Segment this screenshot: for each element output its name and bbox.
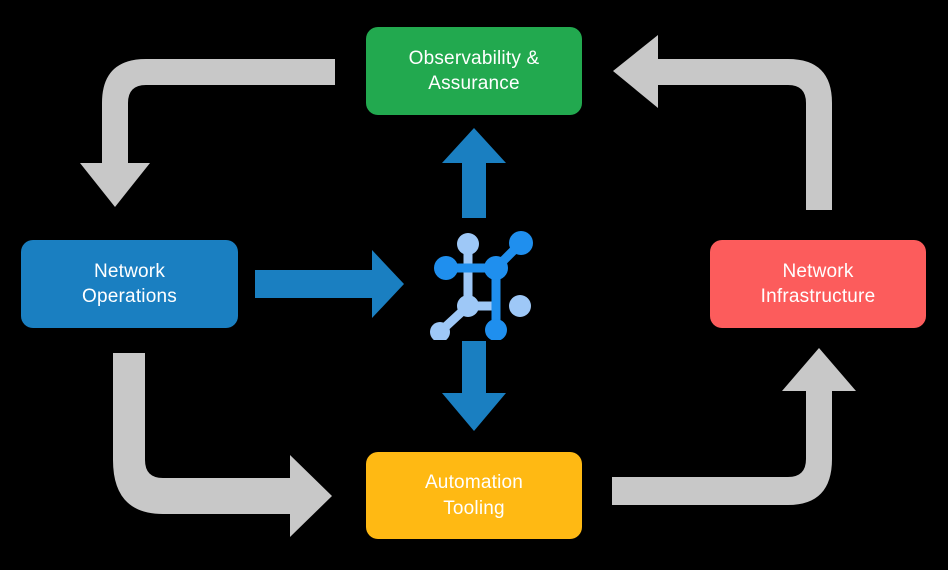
node-network-operations[interactable]: Network Operations: [21, 240, 238, 328]
arrow-automation-to-infrastructure: [612, 348, 856, 505]
node-observability-label: Observability & Assurance: [408, 47, 540, 94]
arrow-center-to-observability: [442, 128, 506, 218]
arrow-center-to-automation: [442, 341, 506, 431]
node-observability-assurance[interactable]: Observability & Assurance: [366, 27, 582, 115]
arrow-operations-to-center: [255, 250, 404, 318]
arrow-operations-to-automation: [113, 353, 332, 537]
node-automation-tooling[interactable]: Automation Tooling: [366, 452, 582, 539]
arrow-infrastructure-to-observability: [613, 35, 832, 210]
arrow-observability-to-operations: [80, 59, 335, 207]
node-operations-label: Network Operations: [82, 260, 177, 307]
node-infrastructure-label: Network Infrastructure: [760, 260, 876, 307]
node-network-infrastructure[interactable]: Network Infrastructure: [710, 240, 926, 328]
network-icon-dark-nodes: [434, 231, 533, 340]
network-topology-icon: [430, 231, 533, 340]
node-automation-label: Automation Tooling: [424, 472, 524, 519]
network-icon-light-nodes: [430, 233, 531, 340]
